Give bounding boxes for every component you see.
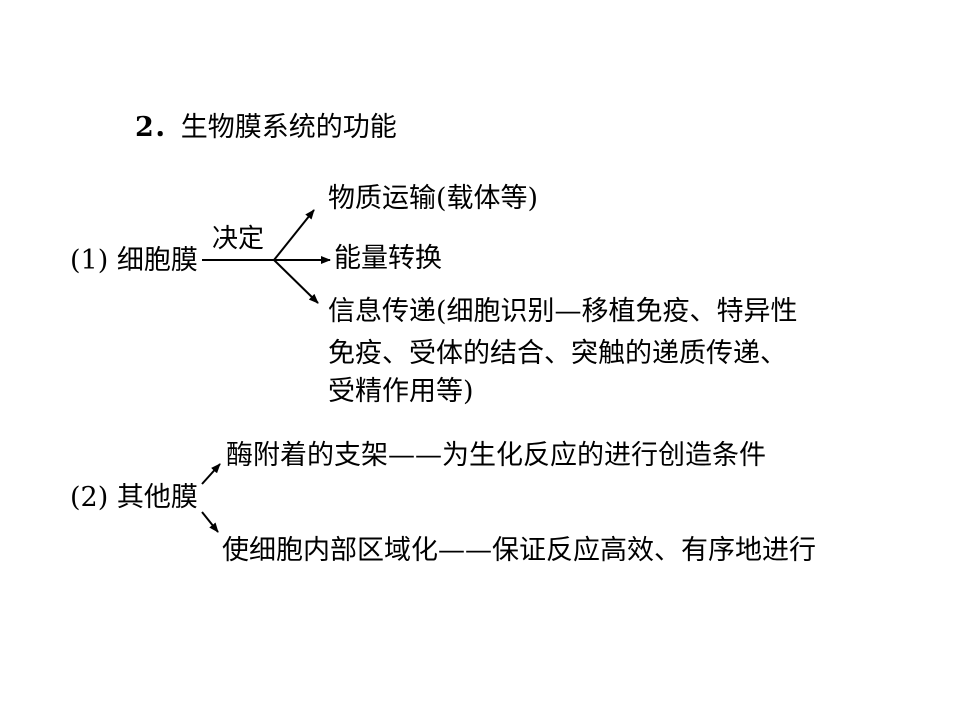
function-energy-conversion: 能量转换 (334, 243, 442, 274)
cell-membrane-label: (1) 细胞膜 (70, 245, 198, 276)
arrow-to-compartmentalization (201, 511, 219, 533)
function-information-transfer-line1: 信息传递(细胞识别—移植免疫、特异性 (328, 296, 798, 327)
function-information-transfer-line3: 受精作用等) (328, 376, 474, 407)
arrow-to-enzyme-scaffold (201, 463, 221, 485)
other-membranes-label: (2) 其他膜 (70, 482, 198, 513)
function-material-transport: 物质运输(载体等) (328, 183, 539, 214)
section-title-text: 生物膜系统的功能 (180, 112, 397, 143)
section-title: 2．生物膜系统的功能 (135, 114, 397, 141)
function-compartmentalization: 使细胞内部区域化——保证反应高效、有序地进行 (222, 535, 816, 566)
function-enzyme-scaffold: 酶附着的支架——为生化反应的进行创造条件 (226, 440, 766, 471)
arrow-to-material-transport (273, 209, 315, 261)
decide-connector-label: 决定 (212, 224, 265, 254)
function-information-transfer-line2: 免疫、受体的结合、突触的递质传递、 (328, 338, 787, 369)
arrow-to-information-transfer (273, 259, 319, 304)
section-number: 2． (135, 112, 181, 143)
